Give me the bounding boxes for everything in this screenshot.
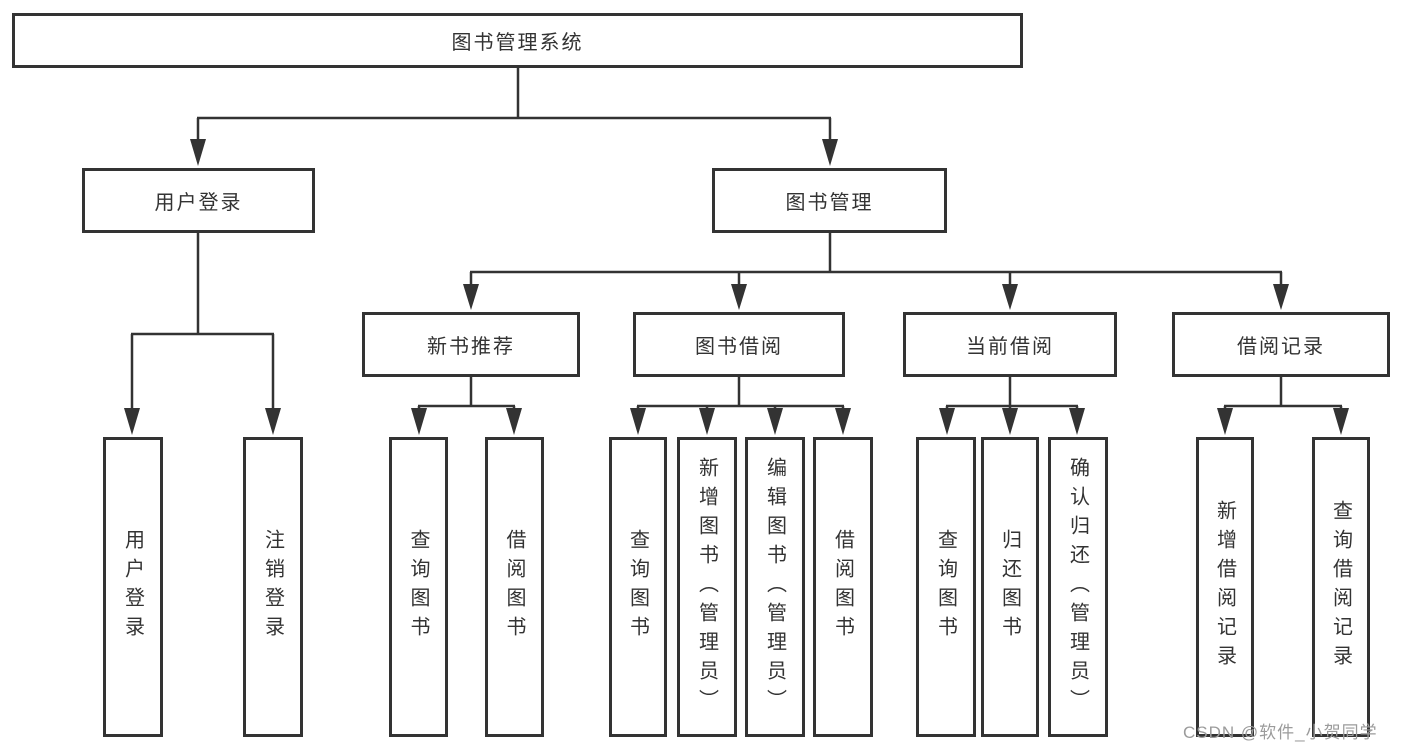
leaf-borrow-books: 借阅图书 — [813, 437, 873, 737]
leaf-query-books-borrow: 查询图书 — [609, 437, 667, 737]
csdn-watermark: CSDN @软件_小贺同学 — [1183, 723, 1378, 742]
leaf-edit-books-admin: 编辑图书（管理员） — [745, 437, 805, 737]
leaf-confirm-return-admin: 确认归还（管理员） — [1048, 437, 1108, 737]
leaf-query-books-recommend: 查询图书 — [389, 437, 448, 737]
node-user-login: 用户登录 — [82, 168, 315, 233]
leaf-query-books-current: 查询图书 — [916, 437, 976, 737]
leaf-add-borrow-record: 新增借阅记录 — [1196, 437, 1254, 737]
leaf-add-books-admin: 新增图书（管理员） — [677, 437, 737, 737]
node-new-book-recommend: 新书推荐 — [362, 312, 580, 377]
arrowhead-icons — [124, 139, 1349, 435]
leaf-logout: 注销登录 — [243, 437, 303, 737]
leaf-user-login: 用户登录 — [103, 437, 163, 737]
leaf-return-books: 归还图书 — [981, 437, 1039, 737]
node-book-borrow: 图书借阅 — [633, 312, 845, 377]
node-current-borrow: 当前借阅 — [903, 312, 1117, 377]
node-borrow-record: 借阅记录 — [1172, 312, 1390, 377]
leaf-query-borrow-record: 查询借阅记录 — [1312, 437, 1370, 737]
leaf-borrow-books-recommend: 借阅图书 — [485, 437, 544, 737]
node-book-management: 图书管理 — [712, 168, 947, 233]
node-library-system: 图书管理系统 — [12, 13, 1023, 68]
